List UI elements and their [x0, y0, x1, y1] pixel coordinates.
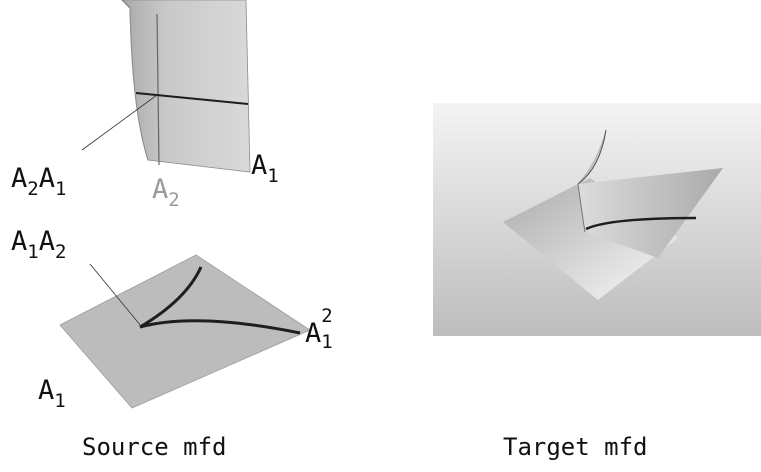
label-a1-squared: A 2 1	[305, 305, 333, 353]
label-a1-top: A1	[251, 150, 279, 187]
plane-surface	[59, 254, 311, 409]
label-a2a1: A2A1	[11, 163, 67, 200]
label-a1a2: A1A2	[11, 226, 67, 263]
label-a2: A2	[152, 174, 180, 211]
target-caption: Target mfd	[503, 433, 648, 461]
target-panel	[433, 103, 761, 336]
cusp-curve-lower	[139, 319, 301, 335]
label-a1-bottom: A1	[38, 375, 66, 412]
target-curve	[585, 216, 697, 231]
cusp-curve-upper	[139, 266, 203, 329]
vertical-curve	[156, 13, 160, 166]
fold-curve	[135, 92, 249, 105]
target-fold-sheet	[578, 168, 723, 258]
a2a1-pointer-line	[81, 94, 158, 151]
cylinder-surface	[121, 0, 251, 173]
source-caption: Source mfd	[82, 433, 227, 461]
a1a2-pointer-line	[89, 263, 142, 327]
